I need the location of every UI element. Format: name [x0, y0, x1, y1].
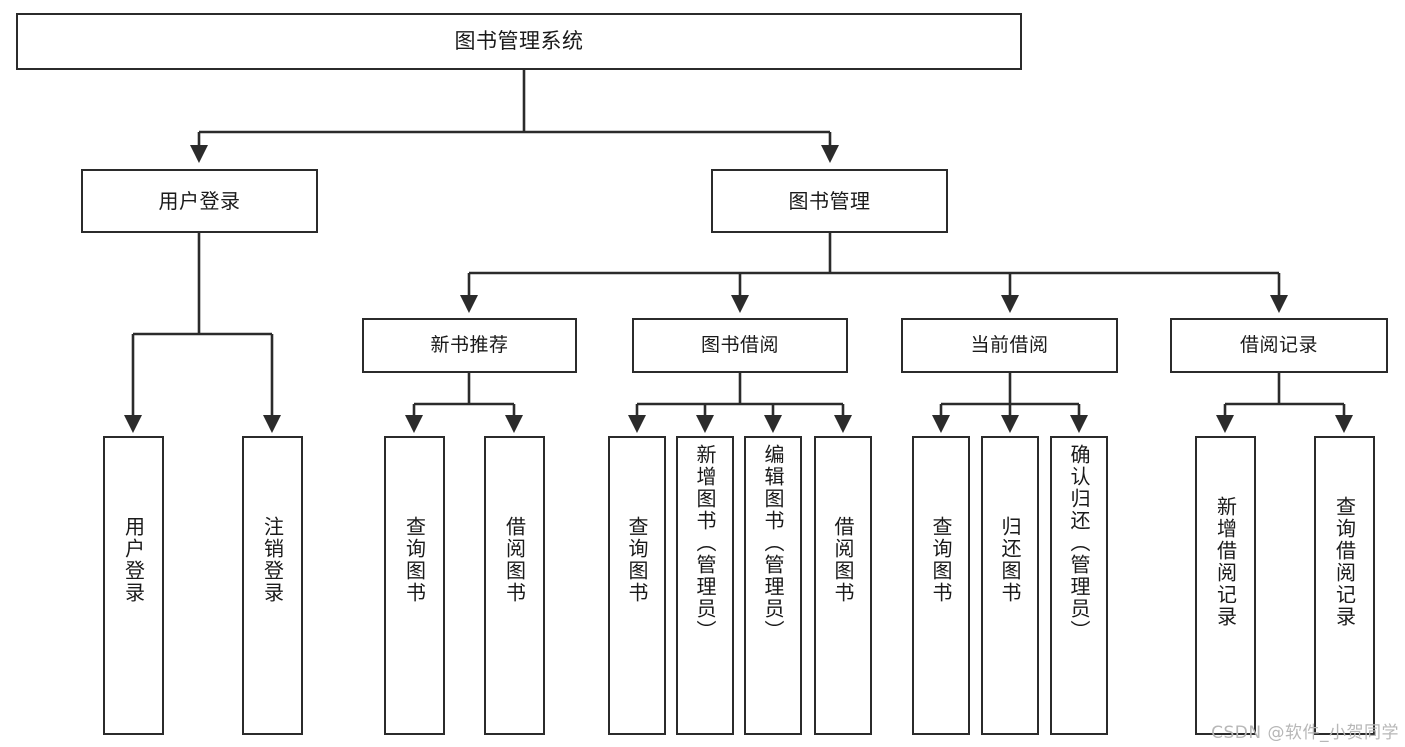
- leaf-add-book-admin-label: 新增图书（管理员）: [693, 444, 717, 642]
- leaf-query-book-current[interactable]: 查询图书: [912, 436, 970, 735]
- leaf-query-book-new[interactable]: 查询图书: [384, 436, 445, 735]
- node-book-management[interactable]: 图书管理: [711, 169, 948, 233]
- leaf-query-borrow-record-label: 查询借阅记录: [1332, 496, 1357, 628]
- leaf-user-login[interactable]: 用户登录: [103, 436, 164, 735]
- node-book-borrow[interactable]: 图书借阅: [632, 318, 848, 373]
- leaf-query-borrow-record[interactable]: 查询借阅记录: [1314, 436, 1375, 735]
- leaf-query-book-borrow-label: 查询图书: [625, 516, 649, 604]
- leaf-add-borrow-record-label: 新增借阅记录: [1213, 496, 1238, 628]
- leaf-borrow-book-borrow[interactable]: 借阅图书: [814, 436, 872, 735]
- node-borrow-record-label: 借阅记录: [1239, 333, 1318, 356]
- leaf-edit-book-admin[interactable]: 编辑图书（管理员）: [744, 436, 802, 735]
- node-current-borrow[interactable]: 当前借阅: [901, 318, 1118, 373]
- leaf-add-book-admin[interactable]: 新增图书（管理员）: [676, 436, 734, 735]
- leaf-return-book-label: 归还图书: [998, 516, 1022, 604]
- node-book-management-label: 图书管理: [788, 188, 871, 213]
- leaf-add-borrow-record[interactable]: 新增借阅记录: [1195, 436, 1256, 735]
- leaf-borrow-book-new[interactable]: 借阅图书: [484, 436, 545, 735]
- node-root-system-label: 图书管理系统: [454, 29, 584, 54]
- node-root-system[interactable]: 图书管理系统: [16, 13, 1022, 70]
- leaf-edit-book-admin-label: 编辑图书（管理员）: [761, 444, 785, 642]
- node-new-book-recommend[interactable]: 新书推荐: [362, 318, 577, 373]
- leaf-borrow-book-borrow-label: 借阅图书: [831, 516, 855, 604]
- leaf-user-logout[interactable]: 注销登录: [242, 436, 303, 735]
- leaf-user-login-label: 用户登录: [121, 516, 146, 604]
- leaf-confirm-return-admin-label: 确认归还（管理员）: [1067, 444, 1091, 642]
- node-current-borrow-label: 当前借阅: [970, 333, 1049, 356]
- leaf-borrow-book-new-label: 借阅图书: [502, 516, 527, 604]
- leaf-query-book-borrow[interactable]: 查询图书: [608, 436, 666, 735]
- node-book-borrow-label: 图书借阅: [700, 333, 779, 356]
- csdn-watermark: CSDN @软件_小贺同学: [1211, 723, 1399, 743]
- leaf-query-book-current-label: 查询图书: [929, 516, 953, 604]
- node-user-login[interactable]: 用户登录: [81, 169, 318, 233]
- node-user-login-label: 用户登录: [158, 188, 241, 213]
- leaf-user-logout-label: 注销登录: [260, 516, 285, 604]
- leaf-query-book-new-label: 查询图书: [402, 516, 427, 604]
- leaf-return-book[interactable]: 归还图书: [981, 436, 1039, 735]
- node-new-book-recommend-label: 新书推荐: [430, 333, 509, 356]
- leaf-confirm-return-admin[interactable]: 确认归还（管理员）: [1050, 436, 1108, 735]
- node-borrow-record[interactable]: 借阅记录: [1170, 318, 1388, 373]
